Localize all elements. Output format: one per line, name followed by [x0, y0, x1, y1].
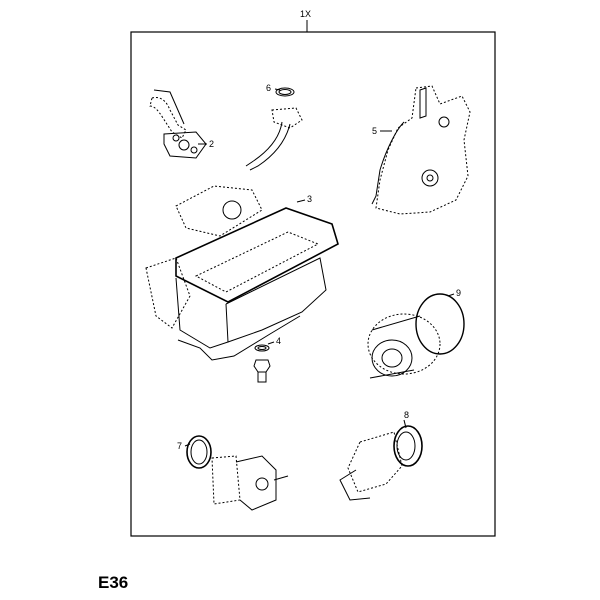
callout-leader-9 — [447, 293, 455, 297]
callout-7: 7 — [177, 441, 182, 451]
oil-pipe-gasket-part — [149, 89, 207, 159]
callout-leader-6 — [274, 88, 281, 91]
callout-4: 4 — [276, 336, 281, 346]
callout-9: 9 — [456, 288, 461, 298]
diagram-code: E36 — [98, 573, 129, 592]
crankshaft-seal-part — [339, 425, 423, 501]
callout-leader-7 — [184, 443, 191, 447]
callout-8: 8 — [404, 410, 409, 420]
oil-pan-gasket-part — [145, 185, 339, 361]
callout-leader-8 — [403, 419, 407, 429]
front-cover-oil-pump-part — [371, 85, 471, 215]
callout-3: 3 — [307, 194, 312, 204]
callout-2: 2 — [209, 139, 214, 149]
callout-5: 5 — [372, 126, 377, 136]
pulley-seal-part — [367, 293, 465, 379]
callout-leader-3 — [296, 199, 306, 203]
filter-housing-ring-part — [186, 435, 289, 511]
drain-plug-part — [253, 344, 271, 383]
diagram-frame — [130, 31, 496, 537]
frame-set-label: 1X — [300, 9, 311, 19]
callout-6: 6 — [266, 83, 271, 93]
callout-leader-4 — [267, 341, 275, 345]
oil-suction-pipe-part — [245, 87, 303, 171]
